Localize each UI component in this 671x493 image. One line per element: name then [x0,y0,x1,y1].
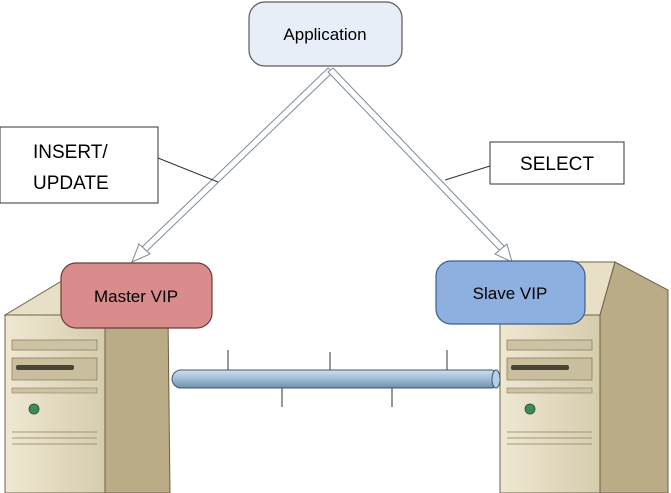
write-arrow [131,67,334,263]
application-label: Application [283,25,366,44]
application-node: Application [248,1,403,67]
read-arrow [327,67,513,263]
master-server-icon [3,281,171,493]
slave-vip-label: Slave VIP [473,284,548,303]
master-vip-label: Master VIP [94,287,178,306]
master-vip-node: Master VIP [60,262,213,329]
read-callout-label: SELECT [520,154,594,175]
write-callout-line1: INSERT/ [33,142,108,163]
slave-vip-node: Slave VIP [435,260,586,325]
network-cable-icon [171,350,501,407]
read-callout-leader [444,165,491,181]
write-callout-line2: UPDATE [33,173,109,194]
read-callout: SELECT [489,141,625,185]
write-callout: INSERT/ UPDATE [0,126,159,204]
write-callout-leader [157,157,219,183]
